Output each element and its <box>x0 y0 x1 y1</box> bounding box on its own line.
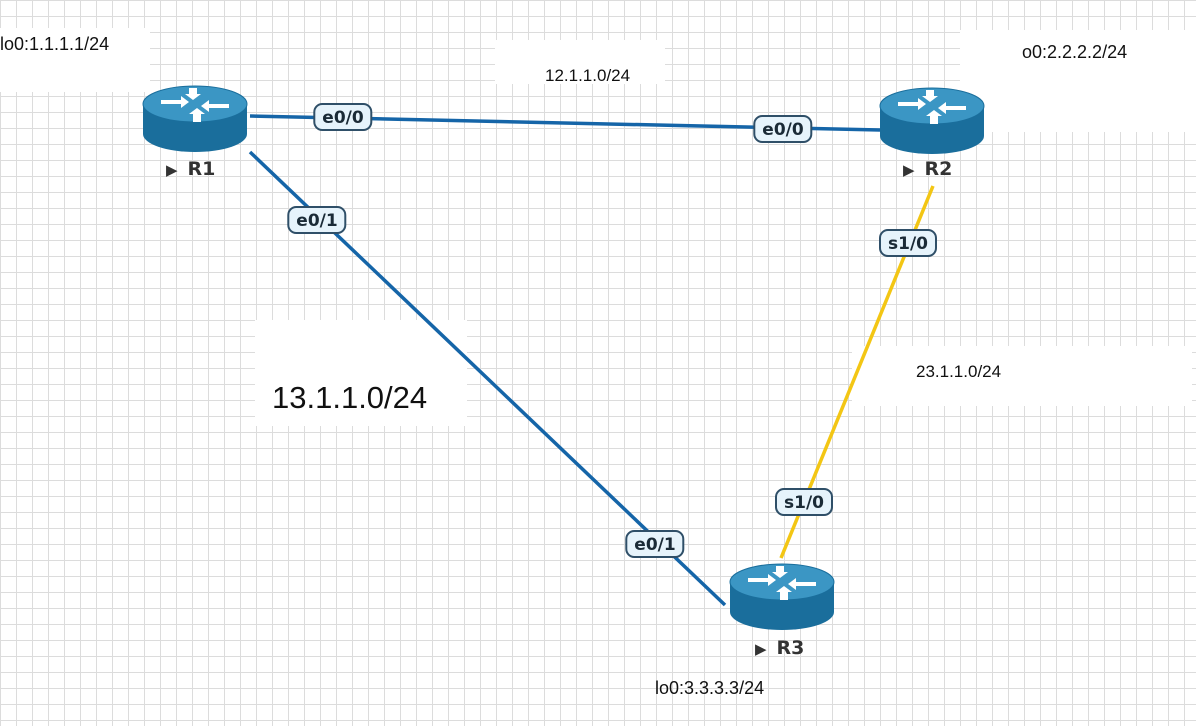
play-icon: ▶ <box>755 640 767 658</box>
port-r2-s1-0[interactable]: s1/0 <box>879 229 937 257</box>
port-r2-e0-0[interactable]: e0/0 <box>753 115 813 143</box>
router-r1-icon[interactable] <box>142 85 248 153</box>
network-label-12: 12.1.1.0/24 <box>545 66 631 85</box>
port-r3-s1-0[interactable]: s1/0 <box>775 488 833 516</box>
router-r2-icon[interactable] <box>879 87 985 155</box>
router-r2-label[interactable]: ▶ R2 <box>903 158 952 180</box>
r3-loopback-label: lo0:3.3.3.3/24 <box>655 678 765 698</box>
port-r1-e0-0[interactable]: e0/0 <box>313 103 373 131</box>
router-name: R3 <box>776 637 805 659</box>
label-backdrop <box>852 346 1192 406</box>
port-r1-e0-1[interactable]: e0/1 <box>287 206 347 234</box>
router-r3-label[interactable]: ▶ R3 <box>755 637 804 659</box>
network-label-13: 13.1.1.0/24 <box>272 380 428 415</box>
router-r3-icon[interactable] <box>729 563 835 631</box>
router-name: R2 <box>924 158 953 180</box>
play-icon: ▶ <box>903 161 915 179</box>
port-r3-e0-1[interactable]: e0/1 <box>625 530 685 558</box>
label-backdrop <box>0 28 150 92</box>
play-icon: ▶ <box>166 161 178 179</box>
r1-loopback-label: lo0:1.1.1.1/24 <box>0 34 110 54</box>
label-backdrop <box>495 40 665 84</box>
r2-loopback-label: o0:2.2.2.2/24 <box>1022 42 1128 62</box>
label-backdrop <box>960 30 1196 132</box>
network-label-23: 23.1.1.0/24 <box>916 362 1002 381</box>
router-r1-label[interactable]: ▶ R1 <box>166 158 215 180</box>
router-name: R1 <box>187 158 216 180</box>
label-backdrop <box>255 320 467 426</box>
